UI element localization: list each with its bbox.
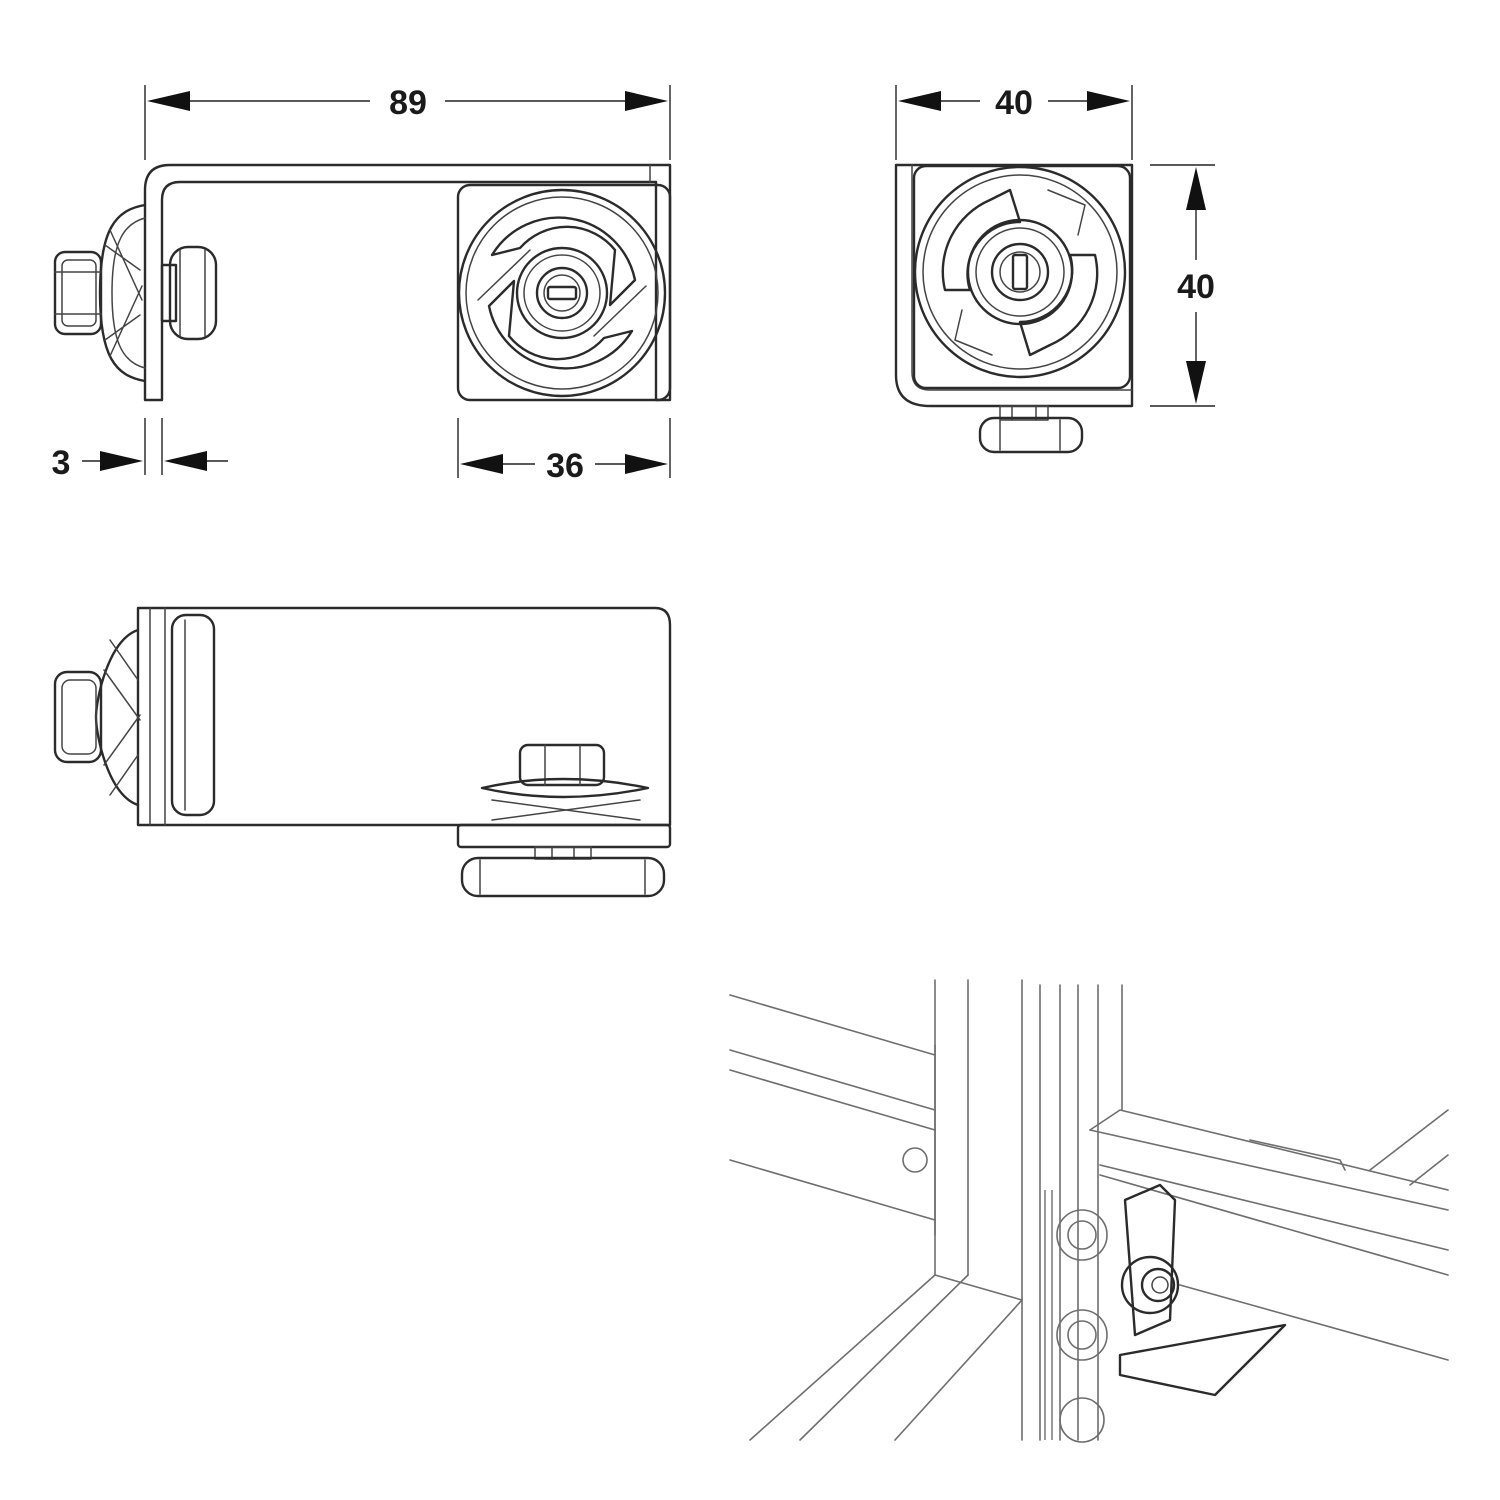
dimension-36: 36 xyxy=(457,418,671,485)
bottom-adjuster-top-view xyxy=(456,743,672,898)
dimension-89: 89 xyxy=(144,84,671,160)
cam-disc-side xyxy=(913,165,1127,379)
isometric-installation-view xyxy=(729,979,1449,1443)
dimension-3: 3 xyxy=(52,418,228,482)
dimension-40-width: 40 xyxy=(895,84,1133,160)
bolt-nut-front xyxy=(53,203,147,383)
dimension-40-height-label: 40 xyxy=(1177,268,1215,306)
dimension-40-width-label: 40 xyxy=(995,84,1033,122)
adjustment-knob-front xyxy=(160,245,218,341)
dimension-40-height: 40 xyxy=(1150,164,1215,407)
side-view xyxy=(894,163,1134,454)
adjustment-knob-side xyxy=(978,405,1084,454)
dimension-3-label: 3 xyxy=(52,444,71,482)
dimension-89-label: 89 xyxy=(389,84,427,122)
front-view xyxy=(53,163,672,402)
cam-disc-front xyxy=(457,188,667,398)
dimension-36-label: 36 xyxy=(546,447,584,485)
top-view xyxy=(53,606,672,898)
bracket-installed xyxy=(1044,1183,1287,1443)
